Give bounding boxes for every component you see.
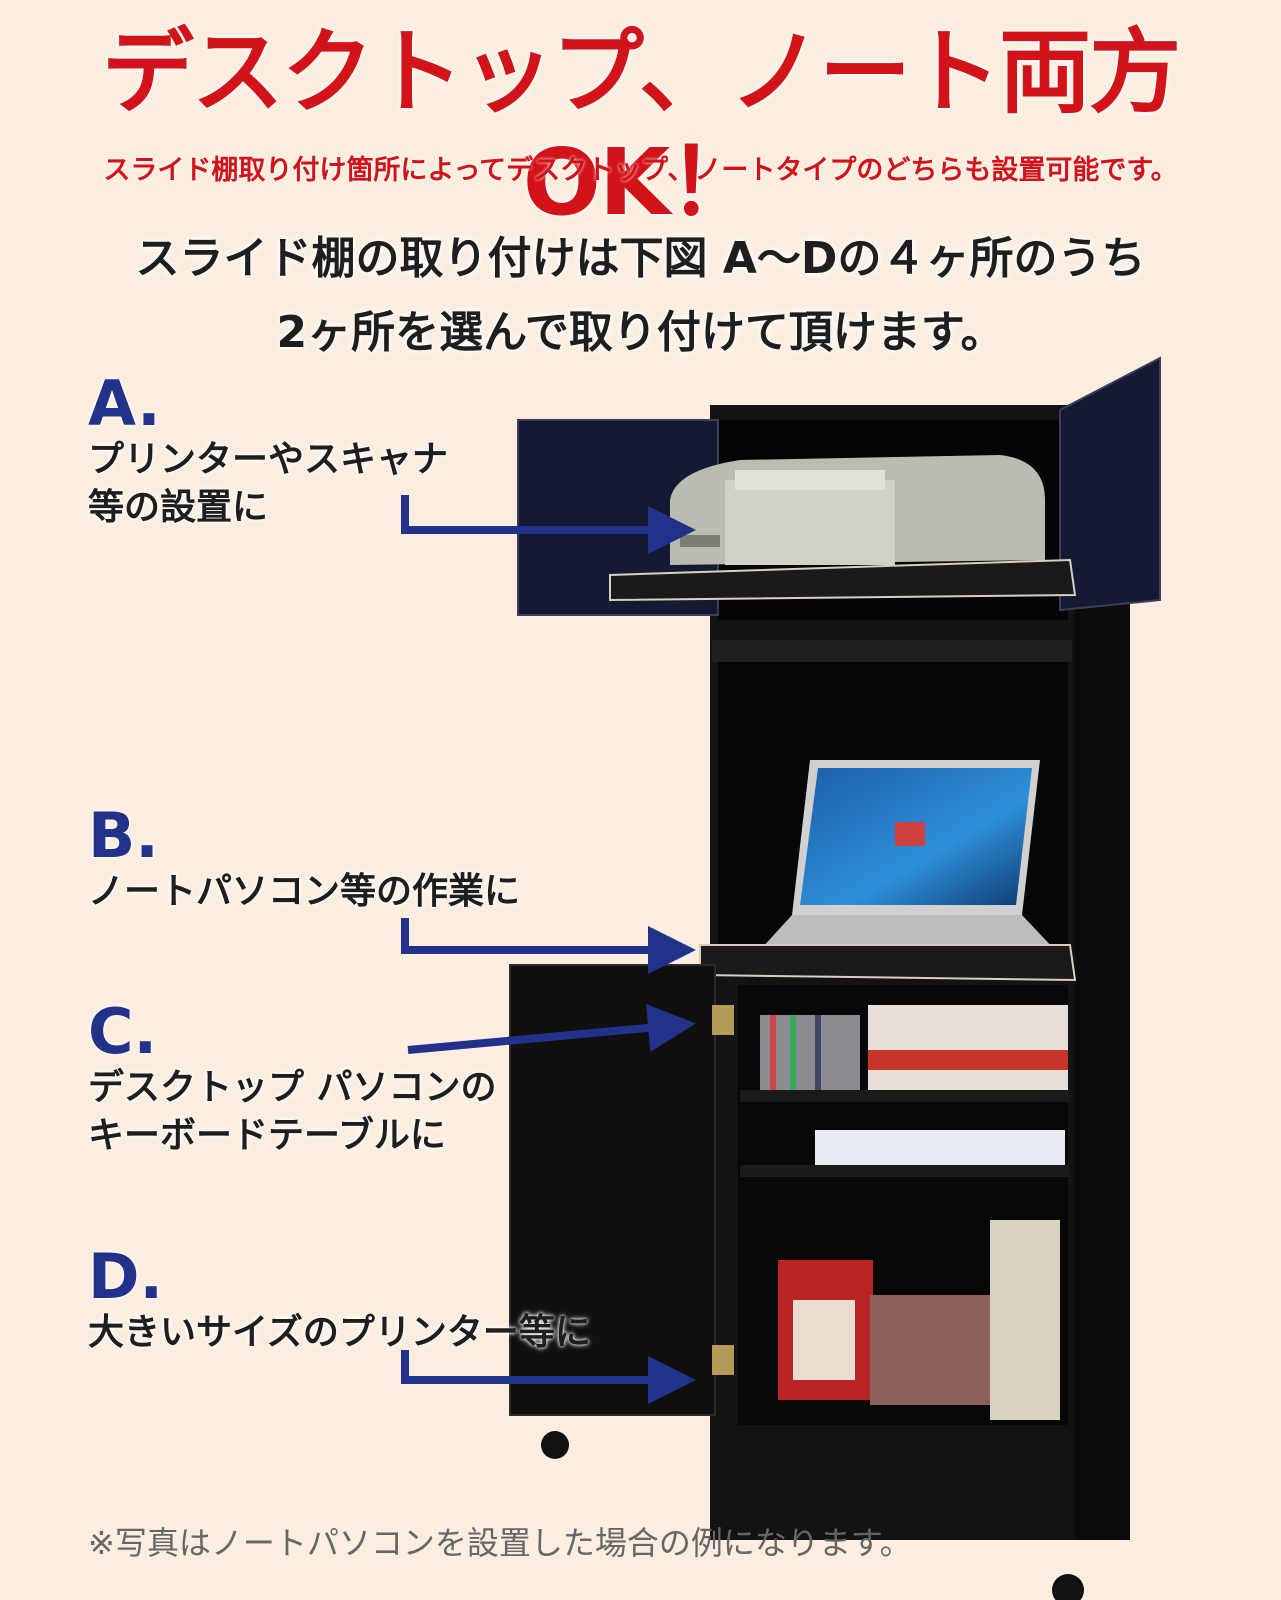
paper-boxes [815, 1005, 1068, 1165]
position-letter: C. [88, 995, 158, 1068]
arrow-d [401, 1350, 696, 1404]
subheadline: スライド棚取り付け箇所によってデスクトップ、ノートタイプのどちらも設置可能です。 [103, 155, 1178, 186]
position-desc-line: 大きいサイズのプリンター等に [88, 1312, 591, 1353]
arrow-a [401, 495, 696, 554]
instruction-text: スライド棚の取り付けは下図 A〜Dの４ヶ所のうち 2ヶ所を選んで取り付けて頂けま… [0, 222, 1281, 370]
caster-wheel [541, 1431, 569, 1459]
slide-shelf-b [699, 944, 1077, 982]
position-c: C. デスクトップ パソコンの キーボードテーブルに [88, 1000, 497, 1160]
position-d: D. 大きいサイズのプリンター等に [88, 1245, 591, 1357]
position-desc-line: デスクトップ パソコンの [88, 1067, 497, 1108]
position-letter: B. [88, 799, 159, 872]
laptop-image [760, 760, 1055, 950]
position-desc-line: ノートパソコン等の作業に [88, 871, 521, 912]
position-letter: D. [88, 1240, 164, 1313]
hinge-lower [712, 1345, 734, 1375]
top-right-door [1059, 356, 1161, 612]
headline: デスクトップ、ノート両方OK！ [101, 19, 1181, 236]
printer-image [670, 455, 1045, 565]
position-letter: A. [88, 367, 161, 440]
position-b: B. ノートパソコン等の作業に [88, 804, 520, 916]
position-desc-line: プリンターやスキャナ [88, 439, 449, 480]
arrow-c [407, 1004, 696, 1054]
position-desc-line: 等の設置に [88, 487, 269, 528]
instruction-line-1: スライド棚の取り付けは下図 A〜Dの４ヶ所のうち [135, 233, 1146, 284]
instruction-line-2: 2ヶ所を選んで取り付けて頂けます。 [276, 307, 1005, 358]
position-desc-line: キーボードテーブルに [88, 1115, 446, 1156]
caster-wheel [1052, 1574, 1084, 1600]
arrow-b [401, 918, 696, 974]
hinge-upper [712, 1005, 734, 1035]
cd-rack [760, 1015, 860, 1090]
position-a: A. プリンターやスキャナ 等の設置に [88, 372, 448, 532]
storage-items [778, 1220, 1060, 1420]
fixed-shelf [712, 640, 1072, 662]
footnote: ※写真はノートパソコンを設置した場合の例になります。 [88, 1524, 912, 1562]
slide-shelf-a [609, 558, 1077, 602]
